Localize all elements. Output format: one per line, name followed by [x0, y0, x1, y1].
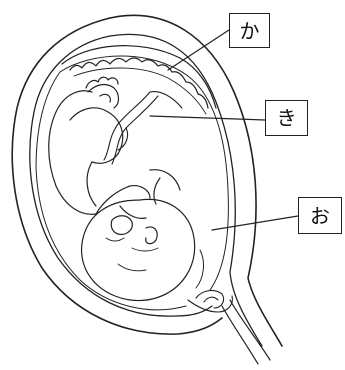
uterine-wall-inner-left — [30, 36, 212, 316]
label-o: お — [298, 197, 342, 234]
cervix-os — [188, 291, 232, 312]
label-ki: き — [265, 100, 308, 136]
label-ka: か — [229, 13, 270, 48]
umbilical-cord — [104, 92, 182, 164]
amniotic-fluid-region — [196, 250, 203, 288]
leader-line-ki — [150, 116, 265, 120]
fetus-drawing — [49, 77, 195, 300]
